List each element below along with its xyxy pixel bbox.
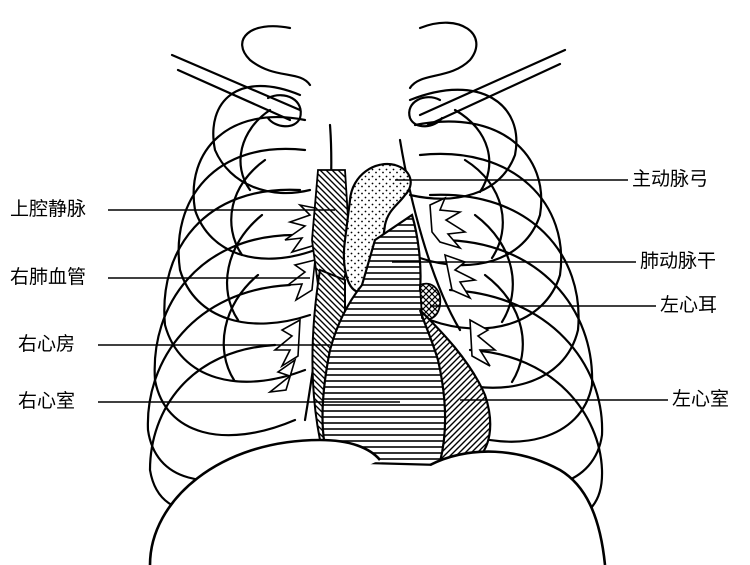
right-rib-2 xyxy=(213,86,310,193)
left-rib-2 xyxy=(410,90,516,199)
left-rib-1 xyxy=(410,23,476,88)
left-diaphragm xyxy=(430,452,605,565)
right-rib-1 xyxy=(242,26,310,85)
label-right-pulmonary-vessels: 右肺血管 xyxy=(10,268,86,287)
label-right-atrium: 右心房 xyxy=(18,335,75,354)
label-pulmonary-trunk: 肺动脉干 xyxy=(640,252,716,271)
right-clavicle xyxy=(172,55,300,110)
label-left-auricle: 左心耳 xyxy=(660,296,717,315)
label-aortic-arch: 主动脉弓 xyxy=(632,170,708,189)
label-right-ventricle: 右心室 xyxy=(18,392,75,411)
label-superior-vena-cava: 上腔静脉 xyxy=(10,200,86,219)
left-clavicle xyxy=(420,50,565,115)
label-left-ventricle: 左心室 xyxy=(672,390,729,409)
right-diaphragm xyxy=(150,440,380,565)
right-clavicle-head xyxy=(268,95,301,126)
